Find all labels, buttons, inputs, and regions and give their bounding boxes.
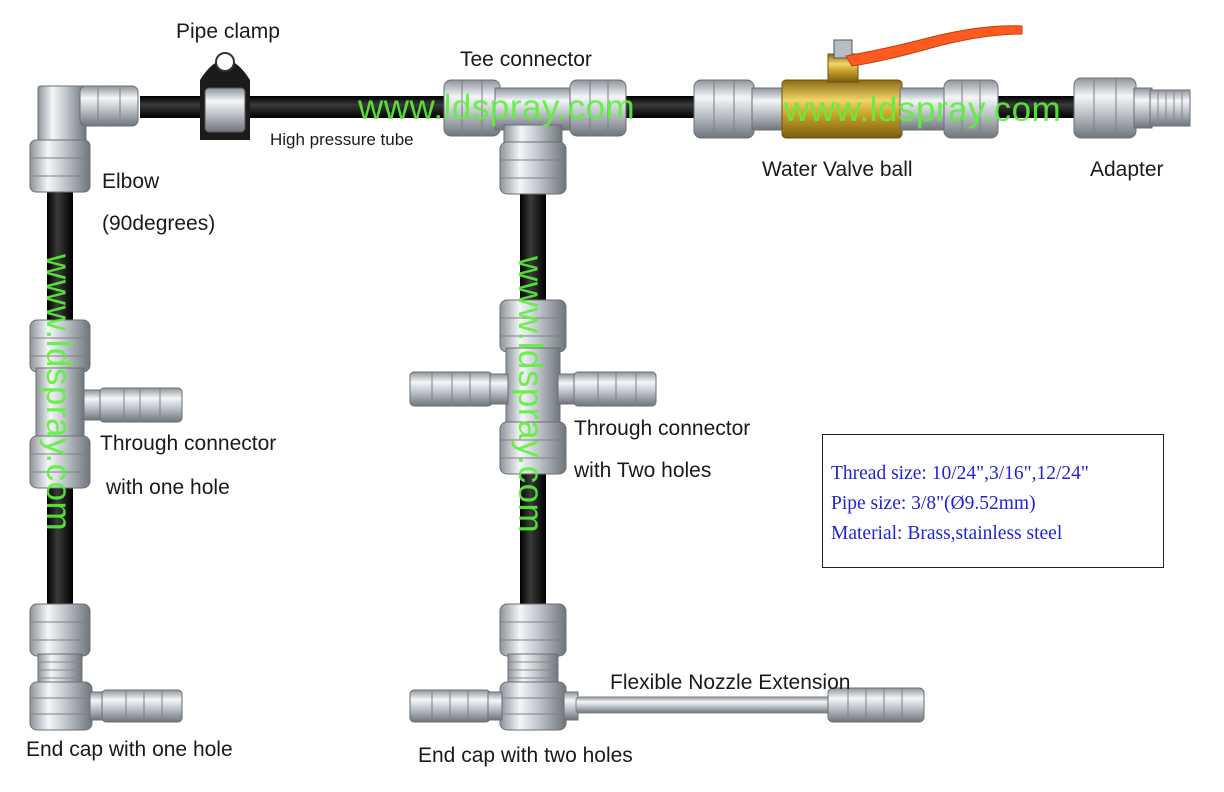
label-pipe-clamp: Pipe clamp: [176, 20, 280, 43]
label-through-connector-one: Through connector: [100, 432, 277, 455]
through-connector-one-hole-fitting: [29, 319, 183, 489]
flexible-nozzle-extension-fitting: [575, 687, 925, 723]
end-cap-one-hole-fitting: [29, 603, 183, 731]
label-end-cap-one-hole: End cap with one hole: [26, 738, 233, 761]
spec-material: Material: Brass,stainless steel: [831, 523, 1063, 544]
watermark-top-left: www.ldspray.com: [358, 88, 636, 127]
valve-handle: [845, 25, 1023, 67]
end-cap-two-holes-fitting: [409, 603, 579, 731]
label-through-connector-two: Through connector: [574, 417, 751, 440]
adapter-fitting: [1073, 77, 1191, 139]
watermark-middle-vertical: www.ldspray.com: [511, 256, 550, 534]
spec-box: Thread size: 10/24",3/16",12/24" Pipe si…: [822, 434, 1164, 568]
label-elbow-degrees: (90degrees): [102, 212, 216, 235]
tee-connector-fitting: [443, 79, 627, 195]
label-water-valve-ball: Water Valve ball: [762, 158, 913, 181]
tube-top-right: [990, 96, 1080, 118]
label-end-cap-two-holes: End cap with two holes: [418, 744, 633, 767]
spec-thread-size: Thread size: 10/24",3/16",12/24": [831, 463, 1089, 484]
elbow-fitting: [29, 85, 139, 193]
water-valve-ball-fitting: [693, 25, 1023, 139]
watermark-left-vertical: www.ldspray.com: [39, 254, 78, 532]
through-connector-two-holes-fitting: [409, 299, 657, 475]
label-through-connector-one-sub: with one hole: [106, 476, 230, 499]
watermark-top-right: www.ldspray.com: [784, 90, 1062, 129]
label-through-connector-two-sub: with Two holes: [574, 459, 712, 482]
pipe-clamp: [200, 52, 250, 140]
label-tee-connector: Tee connector: [460, 48, 592, 71]
label-high-pressure-tube: High pressure tube: [270, 130, 414, 149]
spec-pipe-size: Pipe size: 3/8"(Ø9.52mm): [831, 493, 1036, 514]
tube-top-middle: [610, 96, 710, 118]
label-elbow: Elbow: [102, 170, 160, 193]
label-flexible-nozzle-extension: Flexible Nozzle Extension: [610, 671, 851, 694]
label-adapter: Adapter: [1090, 158, 1164, 181]
